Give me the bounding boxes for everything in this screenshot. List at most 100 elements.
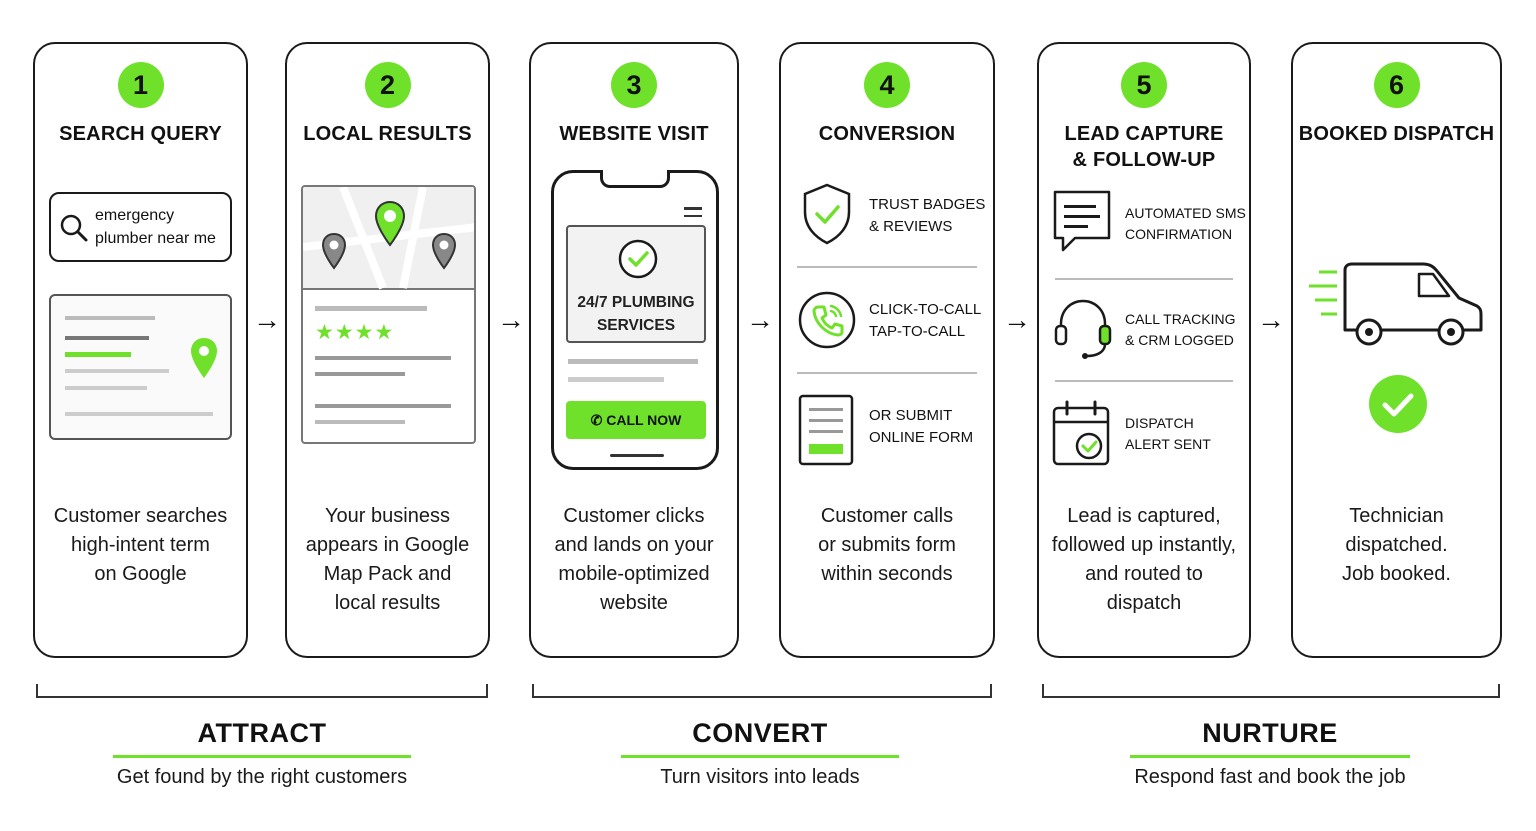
conversion-item-text: CLICK-TO-CALL TAP-TO-CALL — [869, 299, 981, 343]
search-result-lines — [65, 316, 213, 416]
phase-convert: CONVERT Turn visitors into leads — [560, 718, 960, 789]
sms-bubble-icon — [1053, 190, 1111, 252]
step-card-search-query: 1 SEARCH QUERY emergency plumber near me… — [33, 42, 248, 658]
description-line: Customer searches — [53, 505, 228, 527]
step-description: Lead is captured, followed up instantly,… — [1047, 502, 1241, 618]
phase-title: NURTURE — [1202, 718, 1338, 748]
phone-mockup: 24/7 PLUMBING SERVICES ✆ CALL NOW — [551, 170, 719, 470]
step-number-badge: 6 — [1373, 62, 1420, 108]
listing-lines — [315, 306, 451, 424]
description-line: dispatch — [1106, 592, 1182, 614]
step-description: Technician dispatched. Job booked. — [1301, 502, 1492, 589]
step-card-local-results: 2 LOCAL RESULTS — [285, 42, 490, 658]
flow-arrow: → — [1257, 304, 1285, 335]
step-title-line: & FOLLOW-UP — [1072, 149, 1216, 171]
step-number-badge: 3 — [611, 62, 657, 108]
step-title: BOOKED DISPATCH — [1298, 123, 1495, 145]
map-pin-icon — [321, 232, 347, 270]
headset-icon — [1054, 299, 1112, 359]
description-line: Technician — [1349, 505, 1444, 527]
step-number-badge: 5 — [1121, 62, 1167, 108]
search-icon — [60, 214, 88, 242]
item-line: TRUST BADGES — [869, 196, 986, 213]
form-icon — [798, 394, 854, 466]
step-title-line: LEAD CAPTURE — [1064, 123, 1224, 145]
item-line: CONFIRMATION — [1125, 226, 1233, 242]
phase-attract: ATTRACT Get found by the right customers — [62, 718, 462, 789]
description-line: Customer calls — [820, 505, 954, 527]
star-icon: ★ — [315, 321, 335, 344]
step-title: CONVERSION — [818, 123, 956, 145]
search-query-line: emergency — [95, 207, 175, 224]
check-circle-icon — [618, 239, 658, 279]
flow-arrow: → — [1003, 304, 1031, 335]
phone-circle-icon — [798, 291, 856, 349]
step-number-badge: 4 — [864, 62, 910, 108]
lead-item-text: DISPATCH ALERT SENT — [1125, 413, 1211, 455]
service-hero-box: 24/7 PLUMBING SERVICES — [566, 225, 706, 343]
description-line: website — [600, 592, 668, 614]
map-pin-icon — [191, 338, 217, 378]
star-icon: ★ — [374, 321, 395, 344]
item-line: CALL TRACKING — [1125, 311, 1236, 327]
call-now-label: CALL NOW — [606, 412, 682, 428]
step-description: Customer clicks and lands on your mobile… — [539, 502, 729, 618]
map-area — [303, 187, 474, 290]
phase-underline — [1130, 755, 1410, 758]
step-description: Customer calls or submits form within se… — [789, 502, 985, 589]
flow-arrow: → — [253, 304, 281, 335]
service-headline-line: SERVICES — [596, 317, 676, 334]
menu-icon — [684, 207, 702, 217]
description-line: within seconds — [821, 563, 953, 585]
item-line: ONLINE FORM — [869, 429, 974, 446]
call-now-button[interactable]: ✆ CALL NOW — [566, 401, 706, 439]
item-divider — [797, 266, 977, 268]
step-number-badge: 2 — [364, 62, 411, 108]
search-box: emergency plumber near me — [49, 192, 232, 262]
phase-bracket-attract — [36, 684, 488, 698]
item-line: AUTOMATED SMS — [1125, 205, 1246, 221]
lead-item-text: AUTOMATED SMS CONFIRMATION — [1125, 203, 1246, 245]
calendar-check-icon — [1052, 400, 1110, 466]
phase-subtitle: Turn visitors into leads — [660, 766, 860, 788]
step-title: LOCAL RESULTS — [303, 123, 472, 145]
phase-title: CONVERT — [692, 718, 828, 748]
description-line: Your business — [325, 505, 450, 527]
step-title: SEARCH QUERY — [59, 123, 222, 145]
item-line: DISPATCH — [1125, 415, 1194, 431]
local-results-panel: ★★★★ — [301, 185, 476, 444]
flow-arrow: → — [746, 304, 774, 335]
item-divider — [1055, 380, 1233, 382]
conversion-item-text: TRUST BADGES & REVIEWS — [869, 194, 985, 238]
step-title: WEBSITE VISIT — [559, 123, 709, 145]
item-divider — [797, 372, 977, 374]
map-pin-icon — [374, 200, 406, 247]
step-description: Customer searches high-intent term on Go… — [43, 502, 238, 589]
service-headline: 24/7 PLUMBING SERVICES — [568, 291, 704, 337]
step-card-booked-dispatch: 6 BOOKED DISPATCH Technician dispatched.… — [1291, 42, 1502, 658]
description-line: Job booked. — [1342, 563, 1451, 585]
content-lines — [568, 359, 698, 382]
description-line: followed up instantly, — [1051, 534, 1237, 556]
step-card-lead-capture: 5 LEAD CAPTURE & FOLLOW-UP AUTOMATED SMS… — [1037, 42, 1251, 658]
description-line: appears in Google — [305, 534, 470, 556]
phase-underline — [621, 755, 899, 758]
service-headline-line: 24/7 PLUMBING — [577, 294, 695, 311]
star-icon: ★ — [334, 321, 355, 344]
description-line: on Google — [94, 563, 187, 585]
speed-lines-icon — [1309, 270, 1337, 316]
search-query-line: plumber near me — [95, 230, 216, 247]
shield-check-icon — [803, 183, 851, 245]
phone-notch — [600, 170, 670, 188]
step-card-website-visit: 3 WEBSITE VISIT 24/7 PLUMBING SERVICES ✆… — [529, 42, 739, 658]
step-title: LEAD CAPTURE & FOLLOW-UP — [1039, 121, 1249, 173]
phase-nurture: NURTURE Respond fast and book the job — [1070, 718, 1470, 789]
phone-icon: ✆ — [590, 412, 603, 428]
step-card-conversion: 4 CONVERSION TRUST BADGES & REVIEWS CLIC… — [779, 42, 995, 658]
description-line: Customer clicks — [563, 505, 705, 527]
item-line: OR SUBMIT — [869, 407, 953, 424]
phase-bracket-nurture — [1042, 684, 1500, 698]
description-line: high-intent term — [71, 534, 210, 556]
item-line: CLICK-TO-CALL — [869, 301, 982, 318]
map-pin-icon — [431, 232, 457, 270]
